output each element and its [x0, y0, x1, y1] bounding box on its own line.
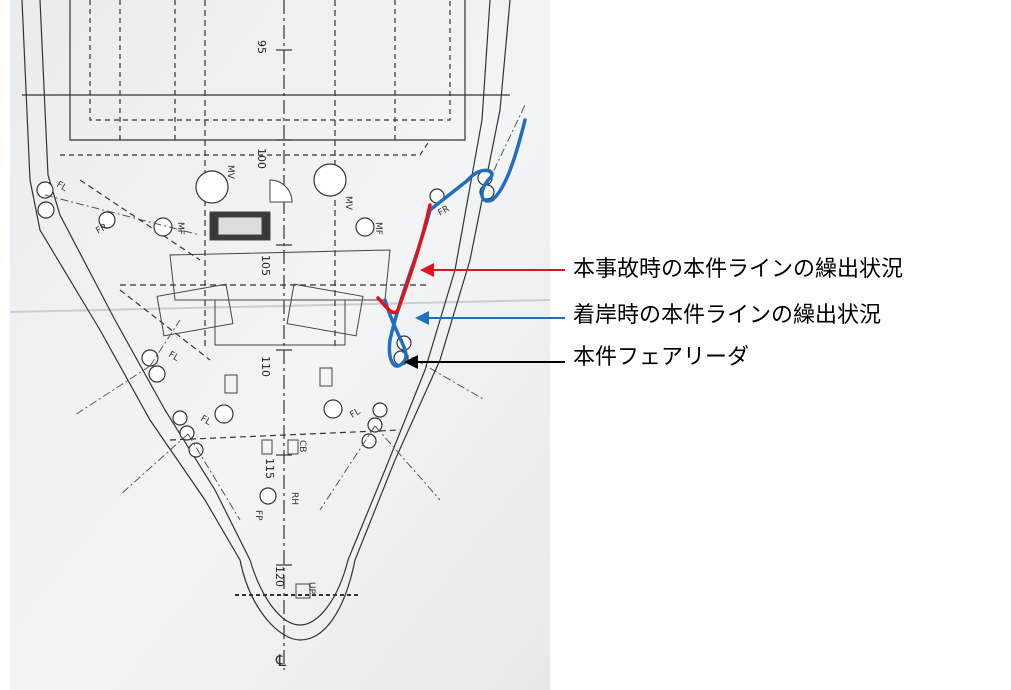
label-mf-starboard: MF: [373, 222, 383, 235]
accident-line-callout-label: 本事故時の本件ラインの繰出状況: [573, 257, 904, 282]
label-centerline: ℄: [275, 651, 287, 670]
frame-label-100: 100: [255, 148, 268, 169]
berthing-line-callout-label: 着岸時の本件ラインの繰出状況: [573, 303, 882, 328]
label-fl-upper: FL: [55, 180, 69, 194]
frame-label-95: 95: [255, 40, 268, 54]
mooring-lead-lines: [44, 104, 526, 521]
label-rh: RH: [289, 492, 299, 505]
label-up: UP: [306, 582, 316, 595]
label-mv-starboard: MV: [343, 196, 353, 211]
label-fl-lower: FL: [199, 414, 213, 428]
label-mv-port: MV: [225, 165, 235, 180]
windlass-area: [156, 179, 391, 599]
frame-label-105: 105: [259, 255, 272, 276]
mooring-drawing-photo: 95 100 105 110 115 120 MV MV MF MF FL FL…: [10, 0, 550, 690]
label-fl-starboard: FL: [349, 407, 363, 421]
label-fl-mid: FL: [167, 350, 181, 364]
label-mf-port: MF: [175, 222, 185, 235]
frame-label-120: 120: [273, 566, 286, 587]
label-fp: FP: [253, 510, 263, 521]
label-cb: CB: [297, 440, 307, 452]
fairlead-callout-label: 本件フェアリーダ: [573, 345, 750, 370]
frame-label-115: 115: [263, 458, 276, 479]
label-fr-port: FR: [95, 222, 110, 236]
hull-outline: [21, 0, 511, 670]
frame-label-110: 110: [259, 356, 272, 377]
